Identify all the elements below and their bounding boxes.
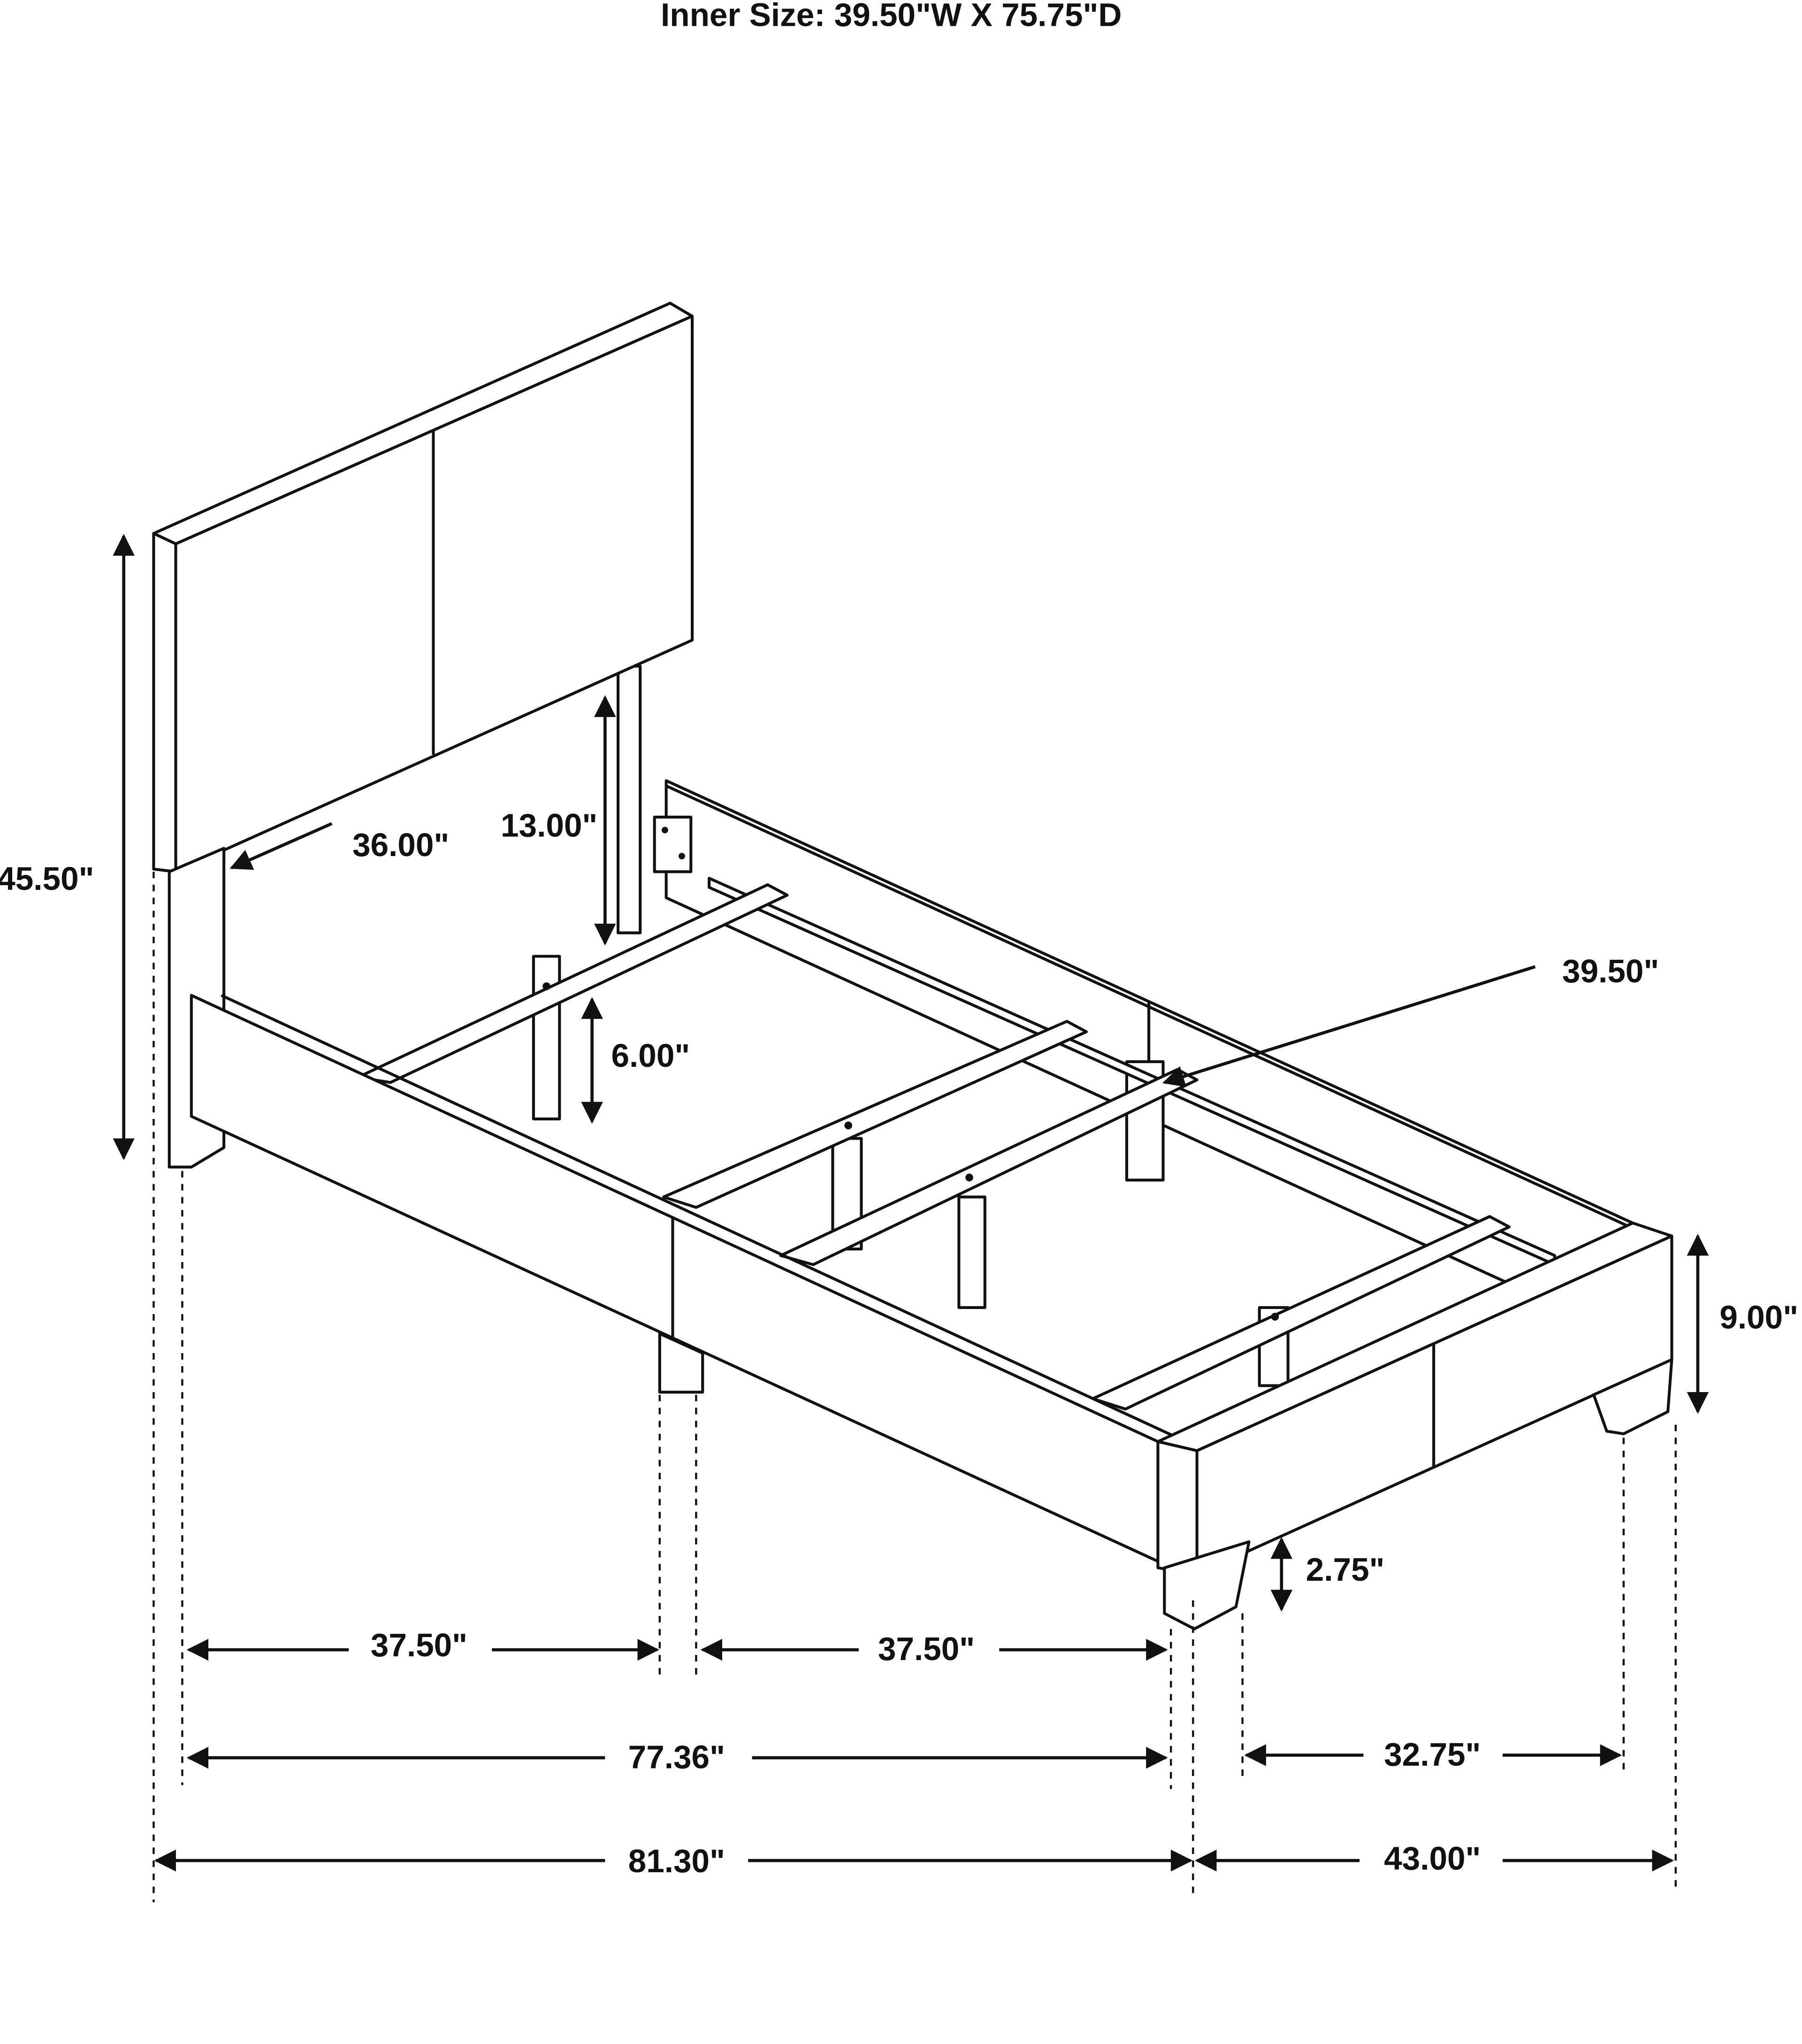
headboard-side bbox=[152, 532, 177, 873]
headboard-leg-right bbox=[617, 665, 642, 934]
slat bbox=[356, 883, 789, 1084]
label-inner-length: 77.36" bbox=[628, 1738, 725, 1775]
label-rail-clearance: 6.00" bbox=[611, 1037, 690, 1074]
slat bbox=[1091, 1215, 1511, 1411]
label-overall-width: 43.00" bbox=[1384, 1840, 1481, 1877]
near-side-rail bbox=[190, 994, 1160, 1563]
label-inner-width: 39.50" bbox=[1562, 953, 1659, 989]
leg-foot-left bbox=[1163, 1540, 1251, 1631]
leg-middle bbox=[658, 1332, 704, 1394]
slat bbox=[662, 1020, 1088, 1209]
rail-bracket bbox=[653, 815, 693, 873]
label-headboard-height: 45.50" bbox=[0, 860, 94, 897]
label-rail-section-2: 37.50" bbox=[878, 1631, 975, 1667]
extension-lines bbox=[153, 872, 1677, 1902]
support-leg bbox=[532, 955, 561, 1121]
support-leg bbox=[957, 1195, 986, 1309]
leg-foot-right bbox=[1592, 1358, 1673, 1435]
label-headboard-width: 36.00" bbox=[352, 827, 449, 863]
label-rail-height: 9.00" bbox=[1719, 1299, 1798, 1335]
label-leg-height: 2.75" bbox=[1306, 1551, 1385, 1588]
label-headboard-clearance: 13.00" bbox=[501, 807, 597, 843]
bed-drawing bbox=[152, 301, 1673, 1631]
label-overall-length: 81.30" bbox=[628, 1843, 725, 1879]
label-rail-section-1: 37.50" bbox=[371, 1627, 467, 1663]
inner-size-title: Inner Size: 39.50"W X 75.75"D bbox=[661, 0, 1122, 33]
label-leg-span-width: 32.75" bbox=[1384, 1736, 1481, 1773]
dimension-arrows bbox=[113, 534, 1709, 1872]
slat bbox=[779, 1068, 1199, 1266]
